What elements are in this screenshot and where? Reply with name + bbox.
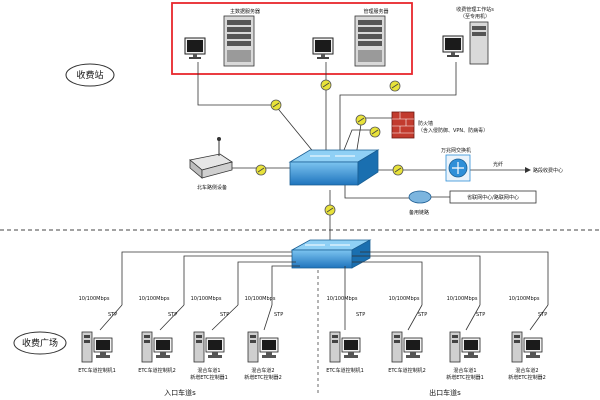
fiber-switch: 万兆网交换机	[441, 147, 471, 182]
cloud-icon	[408, 190, 432, 204]
main-server: 主数据服务器	[184, 8, 260, 67]
lane-protocol-label: STP	[220, 312, 229, 318]
lane-label: 混合车道1	[197, 367, 220, 374]
svg-text:北车路侧设备: 北车路侧设备	[197, 184, 227, 191]
connector-icon	[324, 204, 336, 216]
provincial-center-box	[449, 190, 537, 204]
plaza-switch	[290, 239, 372, 269]
lane-links	[99, 251, 549, 331]
lane-protocol-label: STP	[168, 312, 177, 318]
lane-computer-icon	[193, 331, 225, 363]
lane-speed-label: 10/100Mbps	[139, 296, 170, 302]
connector-icon	[369, 126, 381, 138]
lane-label: ETC车道控制机1	[78, 367, 116, 374]
lane-label-secondary: 新增ETC控制器1	[190, 374, 228, 381]
svg-text:备用链路: 备用链路	[409, 209, 429, 216]
mgmt-server: 管理服务器	[312, 8, 389, 67]
lane-computer-icon	[511, 331, 543, 363]
lane-speed-label: 10/100Mbps	[389, 296, 420, 302]
lane-protocol-label: STP	[356, 312, 365, 318]
svg-text:主数据服务器: 主数据服务器	[230, 8, 260, 15]
monitor-icon	[184, 37, 206, 60]
monitor-icon	[312, 37, 334, 60]
svg-text:防火墙: 防火墙	[418, 120, 433, 127]
lane-speed-label: 10/100Mbps	[447, 296, 478, 302]
lane-computer-icon	[449, 331, 481, 363]
svg-text:万兆网交换机: 万兆网交换机	[441, 147, 471, 154]
lane-protocol-label: STP	[418, 312, 427, 318]
svg-text:收费站: 收费站	[76, 69, 103, 81]
firewall: 防火墙 （含入侵防御、VPN、防病毒）	[391, 111, 488, 139]
lane-label: ETC车道控制机2	[388, 367, 426, 374]
zone-label-station: 收费站	[65, 63, 115, 87]
lane-speed-label: 10/100Mbps	[245, 296, 276, 302]
monitor-icon	[442, 35, 464, 58]
lane-label: ETC车道控制机2	[138, 367, 176, 374]
svg-text:管理服务器: 管理服务器	[363, 8, 388, 15]
lane-speed-label: 10/100Mbps	[509, 296, 540, 302]
lane-speed-label: 10/100Mbps	[327, 296, 358, 302]
connector-icon	[255, 164, 267, 176]
arrow-icon	[525, 167, 531, 173]
exit-lanes-label: 出口车道s	[429, 388, 461, 397]
connector-icon	[270, 99, 282, 111]
svg-text:（含入侵防御、VPN、防病毒）: （含入侵防御、VPN、防病毒）	[418, 127, 488, 134]
server-tower-icon	[223, 15, 255, 67]
lane-label-secondary: 新增ETC控制器2	[508, 374, 546, 381]
lane-speed-label: 10/100Mbps	[79, 296, 110, 302]
lane-computer-icon	[329, 331, 361, 363]
svg-text:收费广场: 收费广场	[22, 337, 58, 349]
lane-protocol-label: STP	[274, 312, 283, 318]
connector-icon	[389, 80, 401, 92]
lane-protocol-label: STP	[538, 312, 547, 318]
zone-label-plaza: 收费广场	[13, 331, 67, 355]
lane-label: ETC车道控制机1	[326, 367, 364, 374]
connector-icon	[320, 79, 332, 91]
lane-protocol-label: STP	[108, 312, 117, 318]
svg-text:收费管理工作站s: 收费管理工作站s	[456, 6, 494, 13]
lane-label-secondary: 新增ETC控制器2	[244, 374, 282, 381]
lane-label: 混合车道1	[453, 367, 476, 374]
lane-speed-label: 10/100Mbps	[191, 296, 222, 302]
core-switch	[288, 149, 380, 186]
firewall-icon	[391, 111, 415, 139]
lane-computer-icon	[81, 331, 113, 363]
lane-computer-icon	[391, 331, 423, 363]
fiber-label: 光纤	[493, 161, 503, 168]
router-icon	[189, 137, 233, 179]
management-workstation: 收费管理工作站s （至专用机）	[442, 6, 494, 65]
lane-computer-icon	[247, 331, 279, 363]
server-tower-icon	[354, 15, 386, 67]
backup-link: 备用链路	[408, 190, 432, 216]
svg-text:（至专用机）: （至专用机）	[460, 13, 490, 20]
lane-label: 混合车道2	[251, 367, 274, 374]
core-server-group	[171, 2, 413, 75]
connector-icon	[392, 164, 404, 176]
roadside-gateway: 北车路侧设备	[189, 137, 233, 191]
entry-lanes-label: 入口车道s	[164, 388, 196, 397]
lane-protocol-label: STP	[476, 312, 485, 318]
provincial-center-label: 省联网中心/路联网中心	[467, 194, 519, 201]
lane-computer-icon	[141, 331, 173, 363]
route-center-label: 路段收费中心	[533, 167, 563, 174]
connector-icon	[355, 114, 367, 126]
lane-label: 混合车道2	[515, 367, 538, 374]
lane-label-secondary: 新增ETC控制器1	[446, 374, 484, 381]
